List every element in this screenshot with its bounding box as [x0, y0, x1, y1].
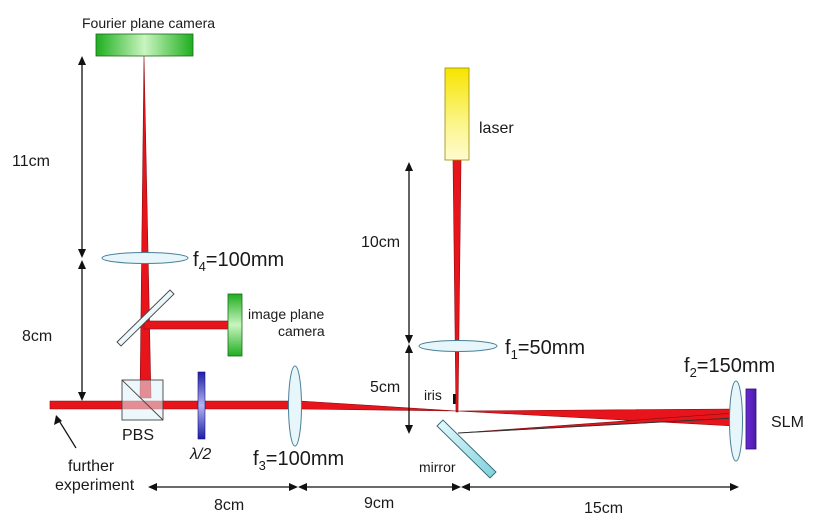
pbs-label: PBS — [122, 427, 154, 444]
half-wave-label: λ/2 — [189, 446, 211, 463]
slm-label: SLM — [771, 414, 804, 431]
dim-5cm-arrow-bottom — [405, 425, 413, 434]
pbs-diagonal — [121, 379, 164, 421]
mirror-beam-edge — [457, 417, 736, 434]
iris-label: iris — [424, 387, 442, 403]
beam-splitter — [116, 289, 175, 347]
lens-f3 — [288, 365, 302, 447]
dim-15cm-arrow-left — [461, 483, 470, 491]
image-camera-label-line1: image plane — [248, 306, 324, 322]
further-experiment-pointer — [57, 418, 77, 449]
lens-f2 — [729, 380, 743, 462]
dim-8cm-horizontal-arrow-left — [148, 483, 157, 491]
beam-to-image-camera — [143, 320, 231, 330]
mirror-label: mirror — [419, 459, 456, 475]
dim-10cm-arrow-bottom — [405, 335, 413, 344]
laser-beam — [452, 159, 462, 413]
dim-10cm-arrow-top — [405, 162, 413, 171]
lens-f3-label: f3=100mm — [253, 448, 344, 473]
iris — [453, 394, 456, 404]
dim-9cm-arrow-right — [452, 483, 461, 491]
laser-label: laser — [479, 120, 514, 137]
dim-8cm-vertical-label: 8cm — [22, 328, 52, 345]
dim-10cm-label: 10cm — [361, 234, 400, 251]
dim-5cm-arrow-top — [405, 344, 413, 353]
beam-to-fourier-camera — [139, 55, 152, 399]
further-experiment-arrowhead — [54, 415, 62, 425]
dim-9cm-label: 9cm — [364, 495, 394, 512]
fourier-camera-label: Fourier plane camera — [82, 15, 215, 31]
further-label-line1: further — [68, 458, 115, 475]
dim-15cm-label: 15cm — [584, 500, 623, 517]
laser — [444, 67, 470, 161]
fourier-plane-camera — [95, 33, 194, 57]
dim-11cm-label: 11cm — [12, 153, 50, 170]
dim-9cm-arrow-left — [298, 483, 307, 491]
mirror — [436, 419, 497, 479]
image-camera-label-line2: camera — [278, 323, 325, 339]
lens-f1 — [418, 340, 498, 352]
dim-8cm-vertical-arrow-top — [78, 260, 86, 269]
slm — [745, 388, 757, 450]
dim-11cm-arrow-top — [78, 56, 86, 65]
image-plane-camera — [227, 293, 243, 357]
lens-f2-label: f2=150mm — [684, 355, 775, 380]
lens-f4-label: f4=100mm — [193, 249, 284, 274]
dim-8cm-horizontal-arrow-right — [289, 483, 298, 491]
lens-f1-label: f1=50mm — [505, 337, 585, 362]
half-wave-plate — [197, 371, 206, 440]
dim-5cm-label: 5cm — [370, 379, 400, 396]
dim-15cm-arrow-right — [730, 483, 739, 491]
lens-f4 — [101, 252, 189, 264]
dim-8cm-vertical-arrow-bottom — [78, 392, 86, 401]
dim-8cm-horizontal-label: 8cm — [214, 497, 244, 514]
further-label-line2: experiment — [55, 477, 135, 494]
dim-11cm-arrow-bottom — [78, 249, 86, 258]
